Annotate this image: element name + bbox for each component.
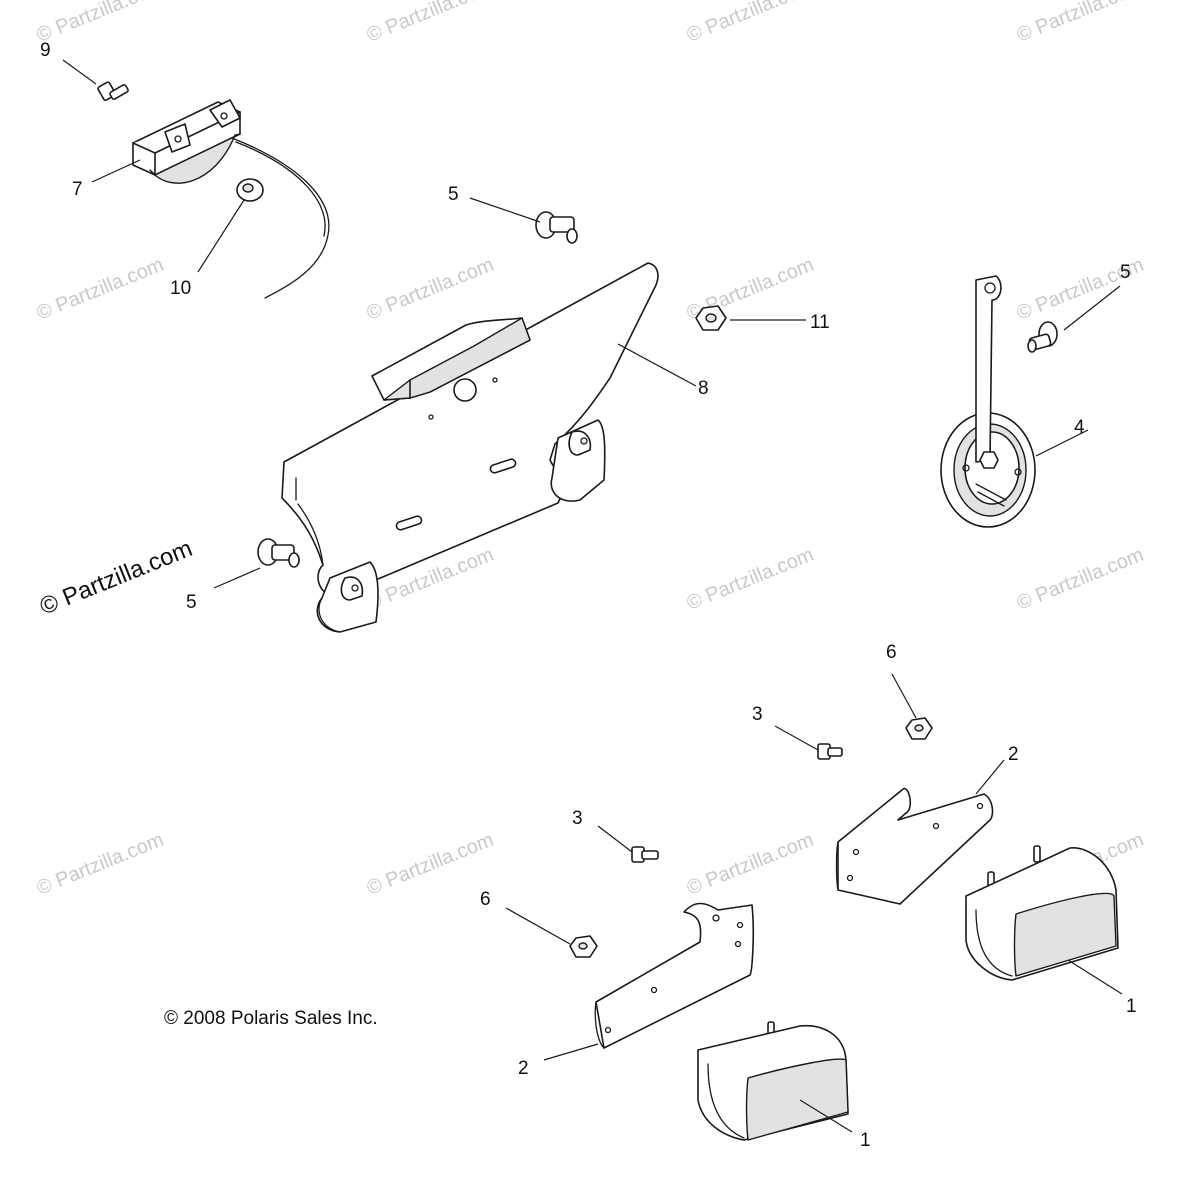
callout-label: 2 <box>1008 744 1019 765</box>
flange-bolt-icon <box>257 538 300 568</box>
callout-label: 4 <box>1074 417 1085 438</box>
bracket-icon <box>835 787 994 905</box>
callout-label: 5 <box>1120 262 1131 283</box>
callout-label: 6 <box>480 889 491 910</box>
leader-lines <box>62 59 1123 1133</box>
bolt-icon <box>97 81 129 101</box>
copyright-notice: © 2008 Polaris Sales Inc. <box>164 1008 378 1029</box>
flange-bolt-icon <box>535 211 578 244</box>
callout-label: 1 <box>1126 996 1137 1017</box>
callout-label: 2 <box>518 1058 529 1079</box>
callout-label: 6 <box>886 642 897 663</box>
resistor-block-icon <box>132 99 330 299</box>
callout-label: 10 <box>170 278 191 299</box>
callout-label: 8 <box>698 378 709 399</box>
mounting-plate-icon <box>281 262 659 633</box>
bracket-icon <box>594 902 755 1049</box>
lamp-icon <box>697 1021 849 1141</box>
callout-label: 5 <box>186 592 197 613</box>
watermark: © Partzilla.com <box>34 254 167 325</box>
screw-icon <box>817 743 843 760</box>
watermark: © Partzilla.com <box>1014 0 1147 47</box>
watermark: © Partzilla.com <box>684 0 817 47</box>
watermark: © Partzilla.com <box>684 829 817 900</box>
callout-numbers: 9 7 10 5 5 8 11 5 4 6 3 2 3 6 2 1 1 <box>40 40 1137 1151</box>
watermark: © Partzilla.com <box>1014 544 1147 615</box>
spacer-icon <box>236 178 264 202</box>
callout-label: 9 <box>40 40 51 61</box>
watermark: © Partzilla.com <box>34 0 167 47</box>
nut-icon <box>695 305 727 331</box>
callout-label: 7 <box>72 179 83 200</box>
callout-label: 11 <box>810 312 830 333</box>
callout-label: 5 <box>448 184 459 205</box>
watermark: © Partzilla.com <box>34 829 167 900</box>
callout-label: 1 <box>860 1130 871 1151</box>
callout-label: 3 <box>752 704 763 725</box>
watermark: © Partzilla.com <box>684 544 817 615</box>
lamp-icon <box>965 845 1119 981</box>
nut-icon <box>905 717 933 740</box>
horn-icon <box>940 275 1036 528</box>
flange-bolt-icon <box>1027 321 1058 353</box>
callout-label: 3 <box>572 808 583 829</box>
watermark: © Partzilla.com <box>364 0 497 47</box>
watermark: © Partzilla.com <box>364 254 497 325</box>
watermark-large: © Partzilla.com <box>36 535 196 621</box>
nut-icon <box>569 935 598 958</box>
watermark: © Partzilla.com <box>364 829 497 900</box>
screw-icon <box>631 846 659 863</box>
